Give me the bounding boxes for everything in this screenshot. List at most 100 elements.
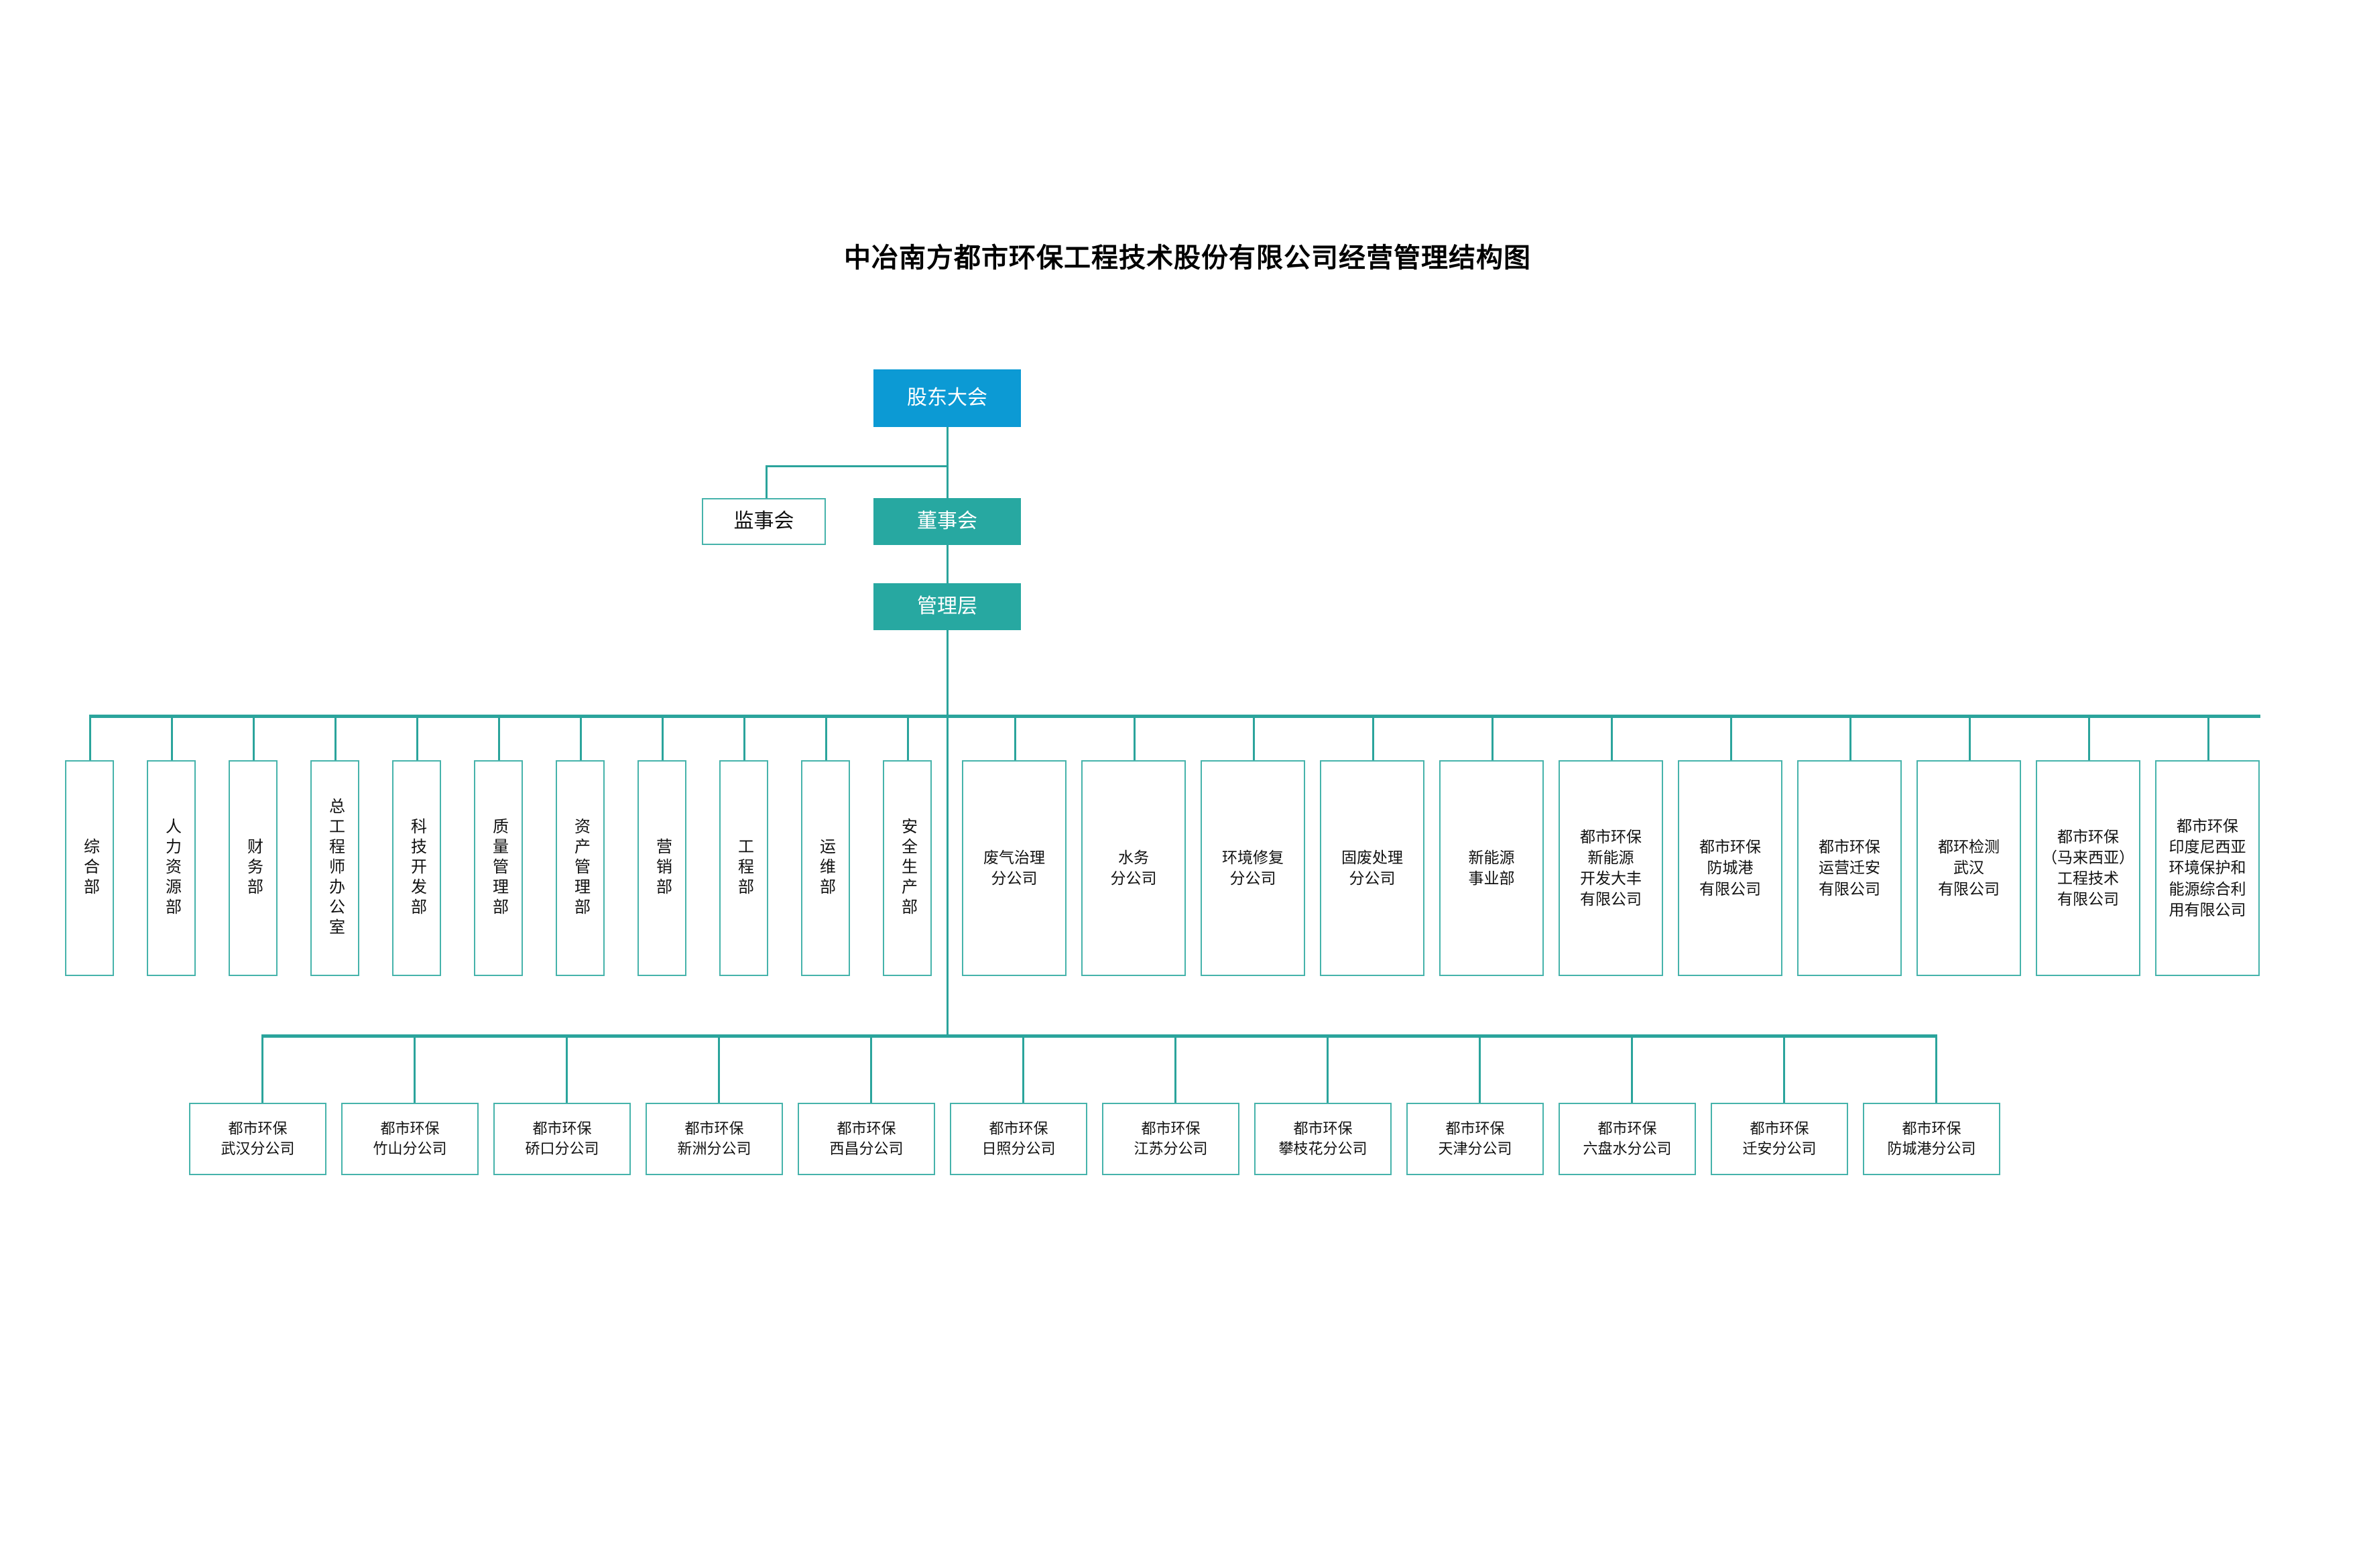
connector-drop-bu-5 (1611, 715, 1613, 762)
connector-to-board (947, 465, 949, 499)
business-unit-label: 都市环保 防城港 有限公司 (1699, 838, 1761, 898)
node-branch-5[interactable]: 都市环保 日照分公司 (950, 1103, 1087, 1175)
node-branch-9[interactable]: 都市环保 六盘水分公司 (1559, 1103, 1696, 1175)
branch-label: 都市环保 天津分公司 (1438, 1120, 1512, 1157)
node-management[interactable]: 管理层 (873, 583, 1021, 630)
connector-drop-dept-7 (662, 715, 664, 762)
department-label: 质量管理部 (489, 818, 508, 918)
node-department-0[interactable]: 综合部 (65, 760, 114, 976)
connector-drop-dept-9 (825, 715, 827, 762)
node-branch-6[interactable]: 都市环保 江苏分公司 (1102, 1103, 1239, 1175)
connector-drop-dept-0 (89, 715, 91, 762)
node-department-8[interactable]: 工程部 (719, 760, 768, 976)
connector-drop-bu-4 (1491, 715, 1494, 762)
business-unit-label: 都市环保 印度尼西亚 环境保护和 能源综合利 用有限公司 (2169, 817, 2246, 918)
node-branch-2[interactable]: 都市环保 硚口分公司 (493, 1103, 631, 1175)
connector-drop-branch-0 (261, 1034, 263, 1104)
connector-drop-branch-7 (1327, 1034, 1329, 1104)
connector-to-supervisory (766, 465, 768, 499)
node-department-10[interactable]: 安全生产部 (883, 760, 932, 976)
connector-drop-bu-1 (1134, 715, 1136, 762)
node-branch-11[interactable]: 都市环保 防城港分公司 (1863, 1103, 2000, 1175)
connector-management-spine (947, 629, 949, 1036)
connector-drop-branch-4 (870, 1034, 872, 1104)
connector-top-split-bar (766, 465, 949, 467)
department-label: 运维部 (816, 838, 835, 898)
branch-label: 都市环保 江苏分公司 (1134, 1120, 1208, 1157)
connector-drop-branch-9 (1631, 1034, 1633, 1104)
connector-drop-branch-11 (1935, 1034, 1937, 1104)
node-department-4[interactable]: 科技开发部 (392, 760, 441, 976)
node-business-unit-1[interactable]: 水务 分公司 (1081, 760, 1186, 976)
connector-drop-dept-10 (907, 715, 909, 762)
node-business-unit-10[interactable]: 都市环保 印度尼西亚 环境保护和 能源综合利 用有限公司 (2155, 760, 2260, 976)
business-unit-label: 都环检测 武汉 有限公司 (1938, 838, 2000, 898)
node-branch-3[interactable]: 都市环保 新洲分公司 (646, 1103, 783, 1175)
branch-label: 都市环保 新洲分公司 (677, 1120, 751, 1157)
node-department-5[interactable]: 质量管理部 (474, 760, 523, 976)
connector-drop-bu-2 (1253, 715, 1255, 762)
node-business-unit-6[interactable]: 都市环保 防城港 有限公司 (1678, 760, 1782, 976)
department-label: 科技开发部 (408, 818, 426, 918)
department-label: 人力资源部 (162, 818, 181, 918)
connector-drop-bu-0 (1014, 715, 1016, 762)
connector-department-bus-bar (89, 715, 2260, 718)
node-branch-10[interactable]: 都市环保 迁安分公司 (1711, 1103, 1848, 1175)
node-business-unit-8[interactable]: 都环检测 武汉 有限公司 (1916, 760, 2021, 976)
department-label: 安全生产部 (898, 818, 917, 918)
node-business-unit-5[interactable]: 都市环保 新能源 开发大丰 有限公司 (1559, 760, 1663, 976)
node-business-unit-0[interactable]: 废气治理 分公司 (962, 760, 1067, 976)
connector-drop-bu-8 (1969, 715, 1971, 762)
business-unit-label: 废气治理 分公司 (983, 848, 1045, 887)
department-label: 资产管理部 (571, 818, 590, 918)
node-department-1[interactable]: 人力资源部 (147, 760, 196, 976)
node-label: 股东大会 (907, 386, 987, 409)
node-department-7[interactable]: 营销部 (637, 760, 686, 976)
connector-drop-branch-3 (718, 1034, 720, 1104)
business-unit-label: 环境修复 分公司 (1222, 848, 1284, 887)
node-department-6[interactable]: 资产管理部 (556, 760, 605, 976)
department-label: 工程部 (735, 838, 753, 898)
connector-drop-bu-6 (1730, 715, 1732, 762)
branch-label: 都市环保 硚口分公司 (525, 1120, 599, 1157)
connector-drop-dept-3 (334, 715, 337, 762)
connector-drop-dept-8 (743, 715, 745, 762)
node-business-unit-7[interactable]: 都市环保 运营迁安 有限公司 (1797, 760, 1902, 976)
branch-label: 都市环保 武汉分公司 (221, 1120, 295, 1157)
node-branch-7[interactable]: 都市环保 攀枝花分公司 (1254, 1103, 1392, 1175)
connector-drop-dept-6 (580, 715, 582, 762)
branch-label: 都市环保 六盘水分公司 (1583, 1120, 1672, 1157)
node-branch-1[interactable]: 都市环保 竹山分公司 (341, 1103, 479, 1175)
page-title: 中冶南方都市环保工程技术股份有限公司经营管理结构图 (844, 243, 1531, 273)
node-business-unit-9[interactable]: 都市环保 （马来西亚） 工程技术 有限公司 (2036, 760, 2140, 976)
node-business-unit-3[interactable]: 固废处理 分公司 (1320, 760, 1424, 976)
node-business-unit-2[interactable]: 环境修复 分公司 (1201, 760, 1305, 976)
branch-label: 都市环保 迁安分公司 (1742, 1120, 1817, 1157)
department-label: 综合部 (80, 838, 99, 898)
business-unit-label: 新能源 事业部 (1468, 848, 1515, 887)
connector-drop-dept-2 (253, 715, 255, 762)
node-supervisory-board[interactable]: 监事会 (702, 498, 826, 545)
connector-drop-branch-6 (1174, 1034, 1176, 1104)
department-label: 营销部 (653, 838, 672, 898)
business-unit-label: 都市环保 新能源 开发大丰 有限公司 (1580, 827, 1642, 908)
connector-drop-branch-5 (1022, 1034, 1024, 1104)
node-label: 监事会 (733, 509, 794, 532)
connector-drop-dept-1 (171, 715, 173, 762)
connector-drop-bu-9 (2088, 715, 2090, 762)
branch-label: 都市环保 防城港分公司 (1887, 1120, 1976, 1157)
node-department-9[interactable]: 运维部 (801, 760, 850, 976)
node-department-2[interactable]: 财务部 (229, 760, 278, 976)
branch-label: 都市环保 竹山分公司 (373, 1120, 447, 1157)
node-board-of-directors[interactable]: 董事会 (873, 498, 1021, 545)
branch-label: 都市环保 西昌分公司 (829, 1120, 904, 1157)
node-department-3[interactable]: 总工程师办公室 (310, 760, 359, 976)
node-branch-8[interactable]: 都市环保 天津分公司 (1406, 1103, 1544, 1175)
node-branch-0[interactable]: 都市环保 武汉分公司 (189, 1103, 326, 1175)
node-branch-4[interactable]: 都市环保 西昌分公司 (798, 1103, 935, 1175)
node-shareholders-meeting[interactable]: 股东大会 (873, 369, 1021, 427)
node-business-unit-4[interactable]: 新能源 事业部 (1439, 760, 1544, 976)
connector-drop-bu-10 (2207, 715, 2209, 762)
node-label: 董事会 (917, 509, 977, 532)
